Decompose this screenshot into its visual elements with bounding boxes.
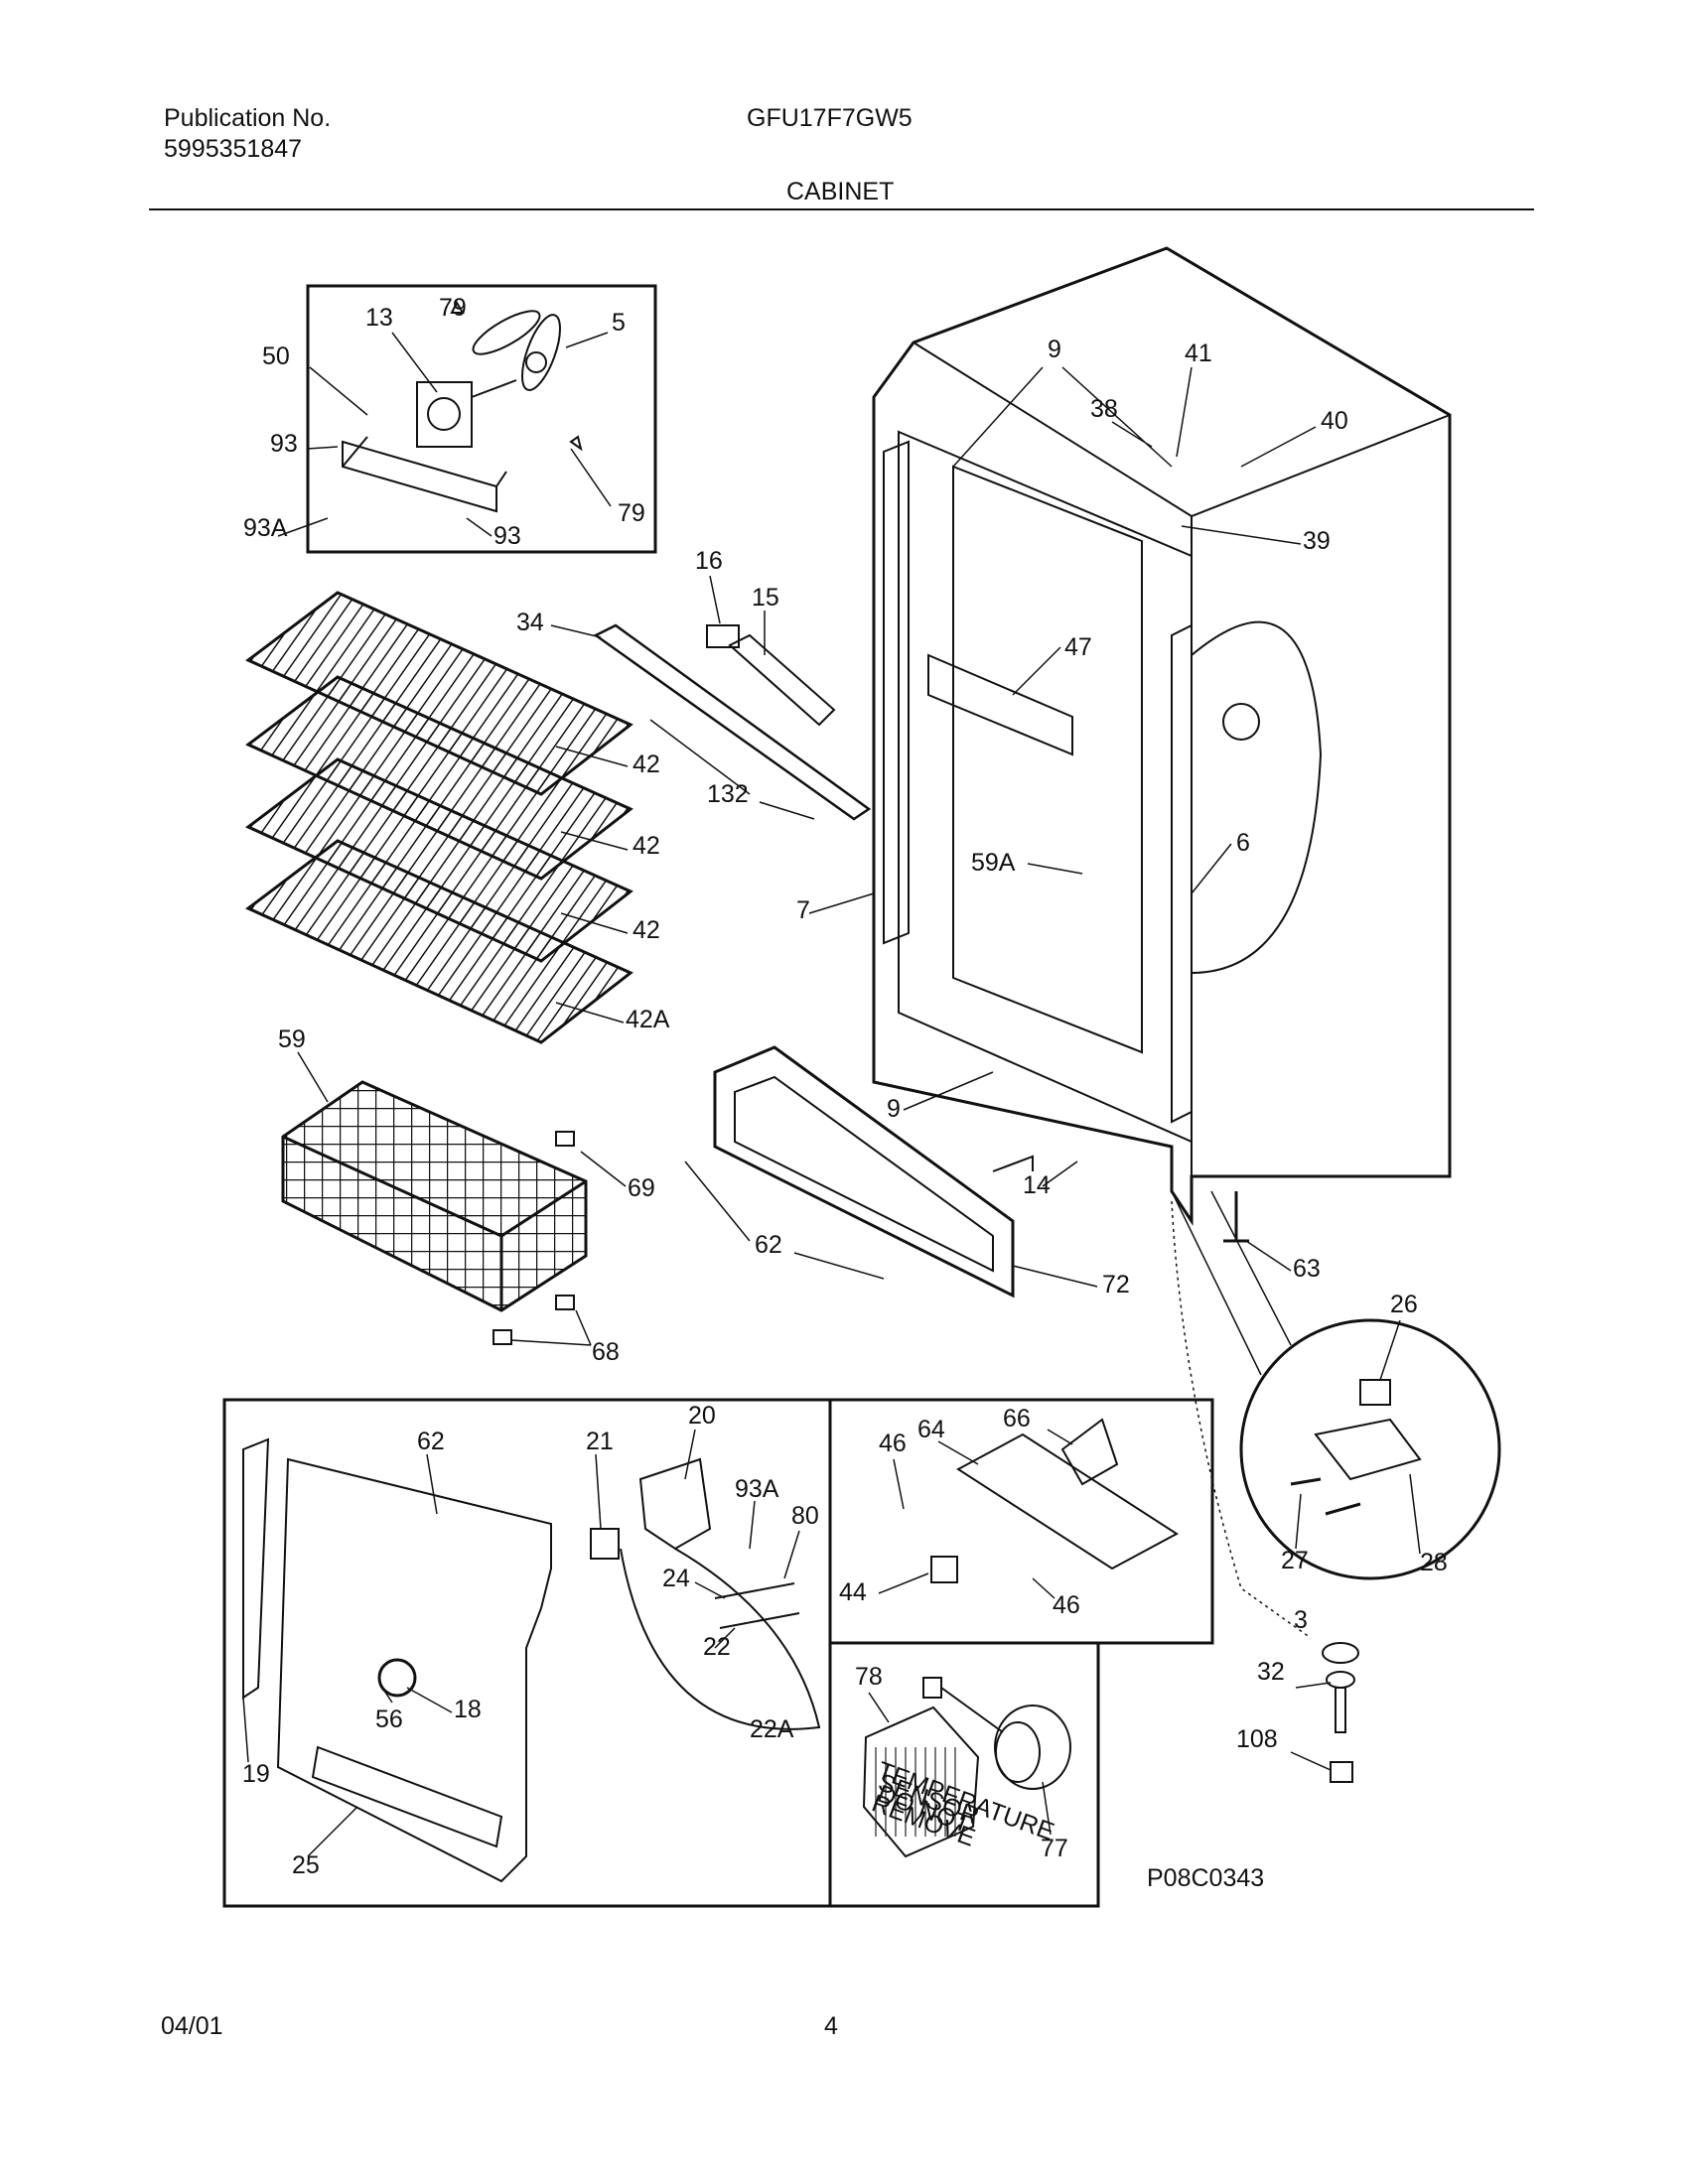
part-label: 41 xyxy=(1185,340,1212,367)
freezer-cabinet: 9 41 38 40 39 47 59A 7 6 9 14 63 xyxy=(796,246,1452,1283)
part-label: 39 xyxy=(1303,527,1331,555)
part-label: 18 xyxy=(454,1696,482,1723)
part-label: 72 xyxy=(1102,1271,1130,1298)
publication-label: Publication No. xyxy=(164,104,332,132)
part-label: 64 xyxy=(917,1416,945,1443)
part-label: 5 xyxy=(612,309,626,337)
part-label: 46 xyxy=(879,1430,907,1457)
part-label: 77 xyxy=(1041,1835,1068,1862)
model-number: GFU17F7GW5 xyxy=(747,104,913,132)
part-label: 3 xyxy=(1294,1606,1308,1634)
part-label: 47 xyxy=(1064,633,1092,661)
part-label: 22A xyxy=(750,1715,794,1743)
part-label: 9 xyxy=(1048,336,1061,363)
part-label: 93 xyxy=(270,430,298,458)
part-label: 27 xyxy=(1281,1547,1309,1574)
part-label: 62 xyxy=(755,1231,782,1259)
part-label: 42 xyxy=(633,916,660,944)
freezer-basket: 59 69 68 xyxy=(278,1025,655,1366)
part-label: 42 xyxy=(633,832,660,860)
sensor-label: TEMPERATURE SENSOR DO NOT REMOVE xyxy=(863,1756,1064,1879)
part-label: 6 xyxy=(1236,829,1250,857)
part-label: 21 xyxy=(586,1428,614,1455)
part-label: 80 xyxy=(791,1502,819,1530)
wire-shelves: 42 42 42 42A xyxy=(245,591,670,1044)
part-label: 7 xyxy=(796,896,810,924)
part-label: 42A xyxy=(626,1006,670,1033)
light-and-cover: 34 16 15 132 xyxy=(516,547,872,821)
footer-date: 04/01 xyxy=(161,2012,223,2040)
part-label: 79 xyxy=(439,294,467,322)
page-number: 4 xyxy=(824,2012,838,2040)
part-label: 66 xyxy=(1003,1405,1031,1433)
part-label: 40 xyxy=(1321,407,1348,435)
part-label: 15 xyxy=(752,584,779,612)
part-label: 16 xyxy=(695,547,723,575)
part-label: 108 xyxy=(1236,1725,1278,1753)
part-label: 79 xyxy=(618,499,645,527)
part-label: 44 xyxy=(839,1578,867,1606)
part-label: 56 xyxy=(375,1706,403,1733)
air-duct-inset: 62 21 20 93A 80 24 22 22A 18 56 19 25 xyxy=(222,1398,832,1908)
part-label: 19 xyxy=(242,1760,270,1788)
part-label: 25 xyxy=(292,1851,320,1879)
leveling-leg: 3 32 108 xyxy=(1171,1200,1359,1783)
temperature-sensor-inset: TEMPERATURE SENSOR DO NOT REMOVE 78 77 xyxy=(828,1641,1100,1908)
section-title: CABINET xyxy=(786,178,895,205)
part-label: 59 xyxy=(278,1025,306,1053)
part-label: 59A xyxy=(971,849,1016,877)
part-label: 20 xyxy=(688,1402,716,1430)
diagram-code: P08C0343 xyxy=(1147,1864,1264,1892)
part-label: 69 xyxy=(628,1174,655,1202)
fan-motor-inset: 13 79 5 50 93 93A 93 79 xyxy=(243,284,657,554)
part-label: 26 xyxy=(1390,1291,1418,1318)
part-label: 132 xyxy=(707,780,749,808)
part-label: 93A xyxy=(243,514,288,542)
part-label: 24 xyxy=(662,1565,690,1592)
part-label: 42 xyxy=(633,751,660,778)
part-label: 34 xyxy=(516,609,544,636)
header-rule xyxy=(149,208,1534,210)
part-label: 78 xyxy=(855,1663,883,1691)
part-label: 32 xyxy=(1257,1658,1285,1686)
part-label: 28 xyxy=(1420,1549,1448,1576)
part-label: 93 xyxy=(493,522,521,550)
control-housing-inset: 46 64 66 44 46 xyxy=(828,1398,1214,1645)
part-label: 63 xyxy=(1293,1255,1321,1283)
hinge-detail: 26 27 28 xyxy=(1171,1190,1501,1580)
part-label: 62 xyxy=(417,1428,445,1455)
part-label: 38 xyxy=(1090,395,1118,423)
toe-grille: 62 72 xyxy=(684,1045,1130,1298)
part-label: 46 xyxy=(1053,1591,1080,1619)
part-label: 93A xyxy=(735,1475,779,1503)
part-label: 9 xyxy=(887,1095,901,1123)
part-label: 13 xyxy=(365,304,393,332)
part-label: 50 xyxy=(262,342,290,370)
part-label: 68 xyxy=(592,1338,620,1366)
part-label: 14 xyxy=(1023,1171,1051,1199)
publication-number: 5995351847 xyxy=(164,135,303,163)
